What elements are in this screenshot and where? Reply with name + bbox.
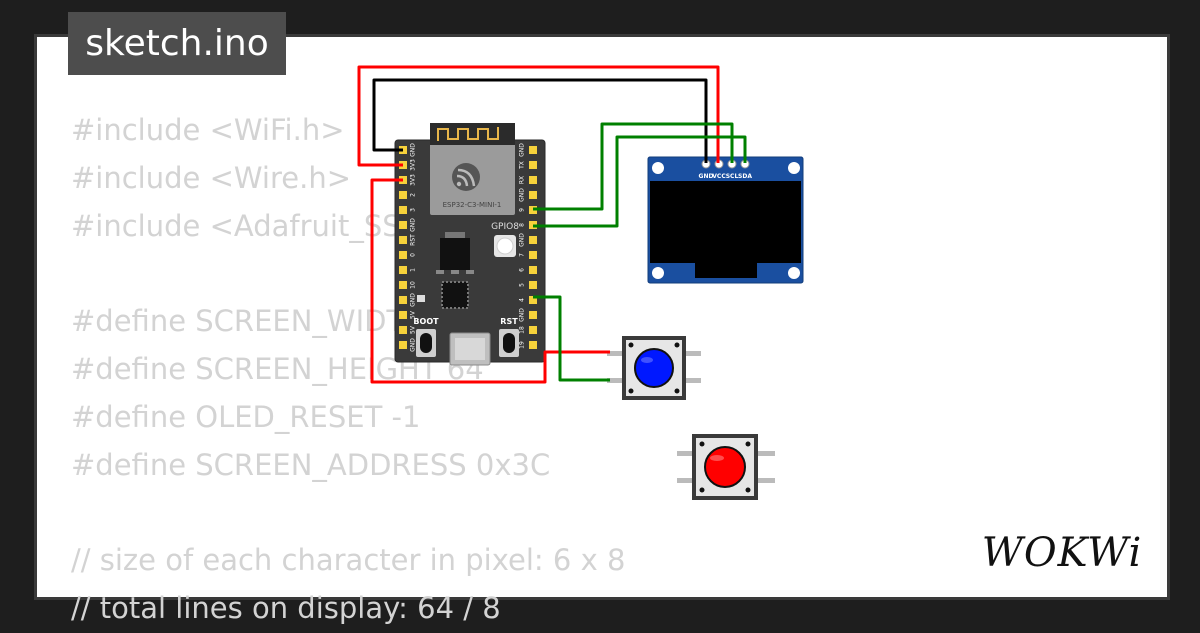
pin-label: 3V3 [410,174,417,186]
mount-hole [788,162,800,174]
wire-vcc-oled [357,65,720,167]
wire-gpio4-button [533,295,610,382]
pin-label: GND [519,308,526,322]
pin[interactable] [399,326,407,334]
pin[interactable] [529,326,537,334]
wire-3v3-button [370,178,610,384]
pin-label: 18 [519,326,526,334]
file-tab[interactable]: sketch.ino [68,12,286,75]
wire-sda [533,135,747,228]
mount-hole [652,267,664,279]
wokwi-logo: WOKWi [982,530,1143,576]
usb-bridge-chip [441,281,469,309]
pin[interactable] [399,251,407,259]
mount-hole [788,267,800,279]
rst-label: RST [500,317,518,326]
gpio8-label: GPIO8 [491,222,519,232]
pin-label: 1 [410,268,417,272]
pin[interactable] [399,341,407,349]
voltage-regulator [440,238,470,270]
boot-label: BOOT [413,317,439,326]
oled-pin-label: SCL [726,173,739,180]
power-led [417,295,425,302]
pin[interactable] [529,146,537,154]
esp32-c3-board[interactable]: ESP32-C3-MINI-1 GPIO8 BOOT RST GND 3V3 3V3… [394,123,546,366]
pin-label: TX [519,161,526,170]
code-line: #define SCREEN_ADDRESS 0x3C [71,447,551,482]
blue-pushbutton[interactable] [607,336,701,400]
pin-label: GND [519,233,526,247]
oled-pin-label: VCC [712,173,726,180]
code-line: // total lines on display: 64 / 8 [71,590,501,625]
pin-label: 6 [519,268,526,272]
code-line: #include <Wire.h> [71,160,352,195]
red-button-cap[interactable] [704,446,746,488]
pin-label: GND [410,293,417,307]
red-pushbutton[interactable] [677,434,775,500]
pin-label: GND [410,218,417,232]
pin[interactable] [399,266,407,274]
pin[interactable] [529,236,537,244]
oled-screen [650,181,801,263]
pin[interactable] [529,266,537,274]
pin[interactable] [399,296,407,304]
wires [357,65,747,384]
pin-label: 2 [410,193,417,197]
pin[interactable] [399,281,407,289]
pin-label: 3V3 [410,159,417,171]
pin[interactable] [529,341,537,349]
antenna-trace [437,127,499,141]
wire-gnd-oled [372,78,708,163]
espressif-logo-icon [452,163,480,191]
flex-cable [695,263,757,278]
pin[interactable] [529,161,537,169]
blue-button-cap[interactable] [634,348,674,388]
pin[interactable] [529,311,537,319]
pin-label: 19 [519,341,526,349]
pin-label: 0 [410,253,417,257]
code-line: #include <WiFi.h> [71,113,345,147]
pin[interactable] [399,206,407,214]
code-line: // size of each character in pixel: 6 x … [71,543,626,578]
pin-label: 3 [410,208,417,212]
pin-label: GND [410,338,417,352]
pin-label: 7 [519,253,526,257]
pin-label: 5V [410,325,417,334]
pin[interactable] [529,281,537,289]
pin[interactable] [529,296,537,304]
pin-label: 5 [519,283,526,287]
pin-label: 5V [410,310,417,319]
wokwi-logo-text: WOKWi [982,530,1143,576]
pin[interactable] [529,176,537,184]
pin-label: 8 [519,223,526,227]
oled-pin-label: GND [699,173,714,180]
module-label: ESP32-C3-MINI-1 [443,201,502,209]
pin[interactable] [399,221,407,229]
pin[interactable] [529,191,537,199]
pin[interactable] [399,191,407,199]
pin-label: GND [519,143,526,157]
pin-label: RST [410,234,417,246]
oled-pin-label: SDA [738,173,752,180]
pin-label: RX [519,176,526,184]
pin-label: 10 [410,281,417,289]
pin-label: 9 [519,208,526,212]
pin-label: GND [410,143,417,157]
code-line: #define OLED_RESET -1 [71,399,421,434]
mount-hole [652,162,664,174]
pin[interactable] [399,311,407,319]
pin-label: GND [519,188,526,202]
pin[interactable] [399,236,407,244]
pin[interactable] [529,251,537,259]
antenna-area [430,123,515,145]
pin-label: 4 [519,298,526,302]
